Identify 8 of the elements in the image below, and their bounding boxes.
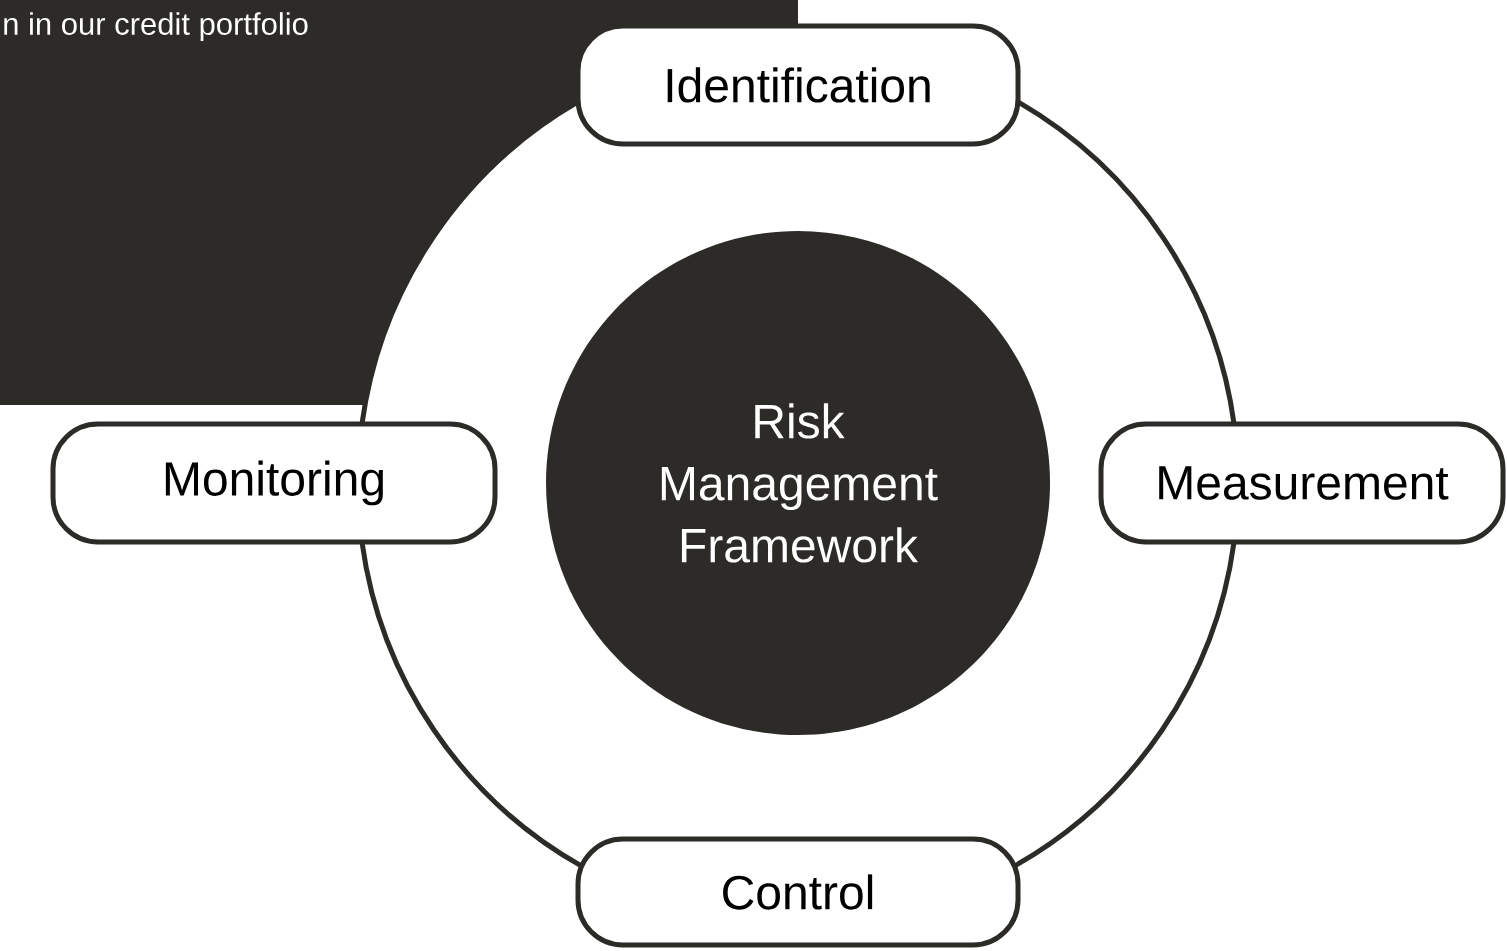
- stage-box: Control: [575, 836, 1021, 948]
- ring-arc: [359, 541, 583, 869]
- stage-box: Measurement: [1098, 421, 1506, 545]
- stage-box: Identification: [575, 23, 1021, 147]
- heading-text: n in our credit portfolio: [4, 12, 308, 42]
- ring-arc: [1016, 99, 1237, 425]
- ring-arc: [1013, 541, 1237, 869]
- stage-box: Monitoring: [50, 421, 498, 545]
